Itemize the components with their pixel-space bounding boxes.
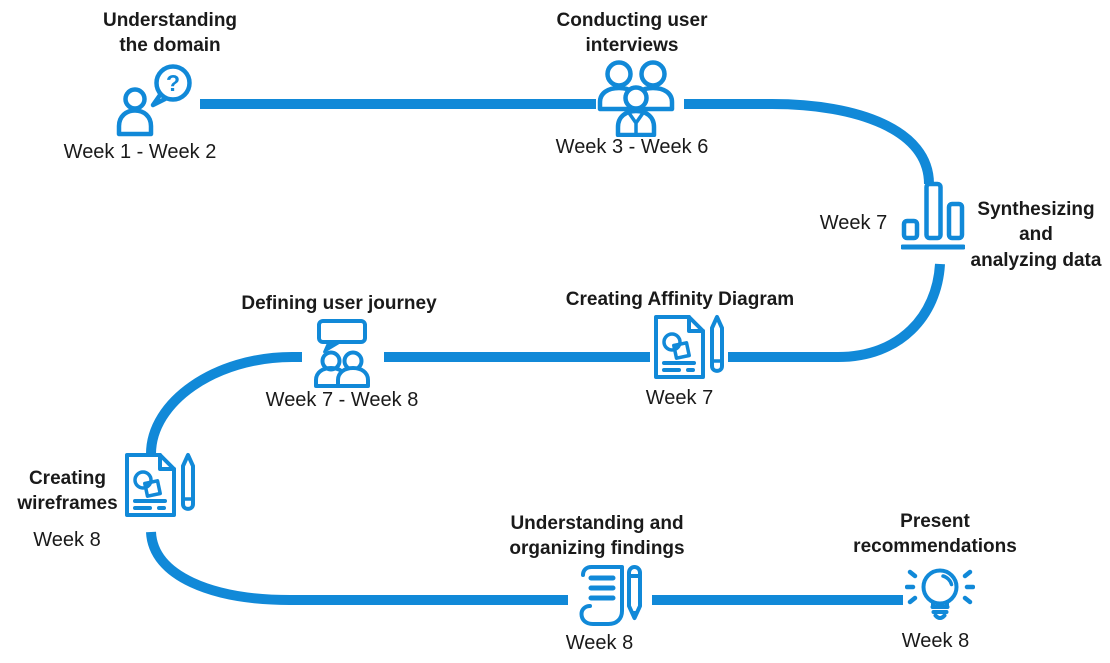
notes-pencil-icon [579, 565, 642, 626]
lightbulb-icon [905, 568, 975, 620]
milestone-4-weeks: Week 7 [645, 387, 714, 409]
milestone-8-weeks: Week 8 [901, 630, 970, 652]
title-line: interviews [585, 35, 679, 57]
title-line: recommendations [853, 536, 1017, 558]
milestone-5-title: Defining user journey [229, 291, 449, 316]
milestone-3-weeks: Week 7 [819, 212, 888, 234]
title-line: Synthesizing [977, 199, 1095, 220]
title-line: Creating [28, 468, 107, 489]
title-line: Understanding [102, 10, 238, 31]
milestone-7-weeks: Week 8 [565, 632, 634, 654]
title-line: the domain [119, 35, 221, 57]
milestone-8-title: Present recommendations [845, 509, 1025, 560]
milestone-1-weeks: Week 1 - Week 2 [63, 141, 217, 163]
person-question-icon: ? [116, 64, 192, 137]
milestone-2-weeks: Week 3 - Week 6 [555, 136, 709, 158]
title-line: Conducting user [556, 10, 708, 31]
title-line: wireframes [17, 493, 118, 515]
milestone-6-weeks: Week 8 [33, 529, 101, 551]
document-shapes-pencil-icon [125, 453, 195, 517]
title-line: Defining user journey [241, 293, 437, 314]
milestone-1-title: Understanding the domain [95, 8, 245, 59]
bar-chart-icon [901, 181, 965, 250]
milestone-5-weeks: Week 7 - Week 8 [265, 389, 419, 411]
question-mark: ? [166, 70, 180, 96]
title-line: Creating Affinity Diagram [565, 289, 795, 310]
milestone-7-title: Understanding and organizing findings [487, 511, 707, 562]
user-group-icon [597, 60, 675, 137]
milestone-2-title: Conducting user interviews [532, 8, 732, 59]
title-line: organizing findings [509, 538, 685, 560]
title-line: Present [900, 511, 970, 532]
title-line: analyzing data [970, 249, 1102, 271]
speech-bubble-people-icon [314, 319, 370, 388]
milestone-4-title: Creating Affinity Diagram [555, 287, 805, 312]
title-line: and [1019, 224, 1053, 246]
milestone-3-title: Synthesizing and analyzing data [966, 197, 1106, 273]
document-shapes-pencil-icon [654, 315, 724, 379]
milestone-6-title: Creating wireframes [10, 466, 125, 517]
title-line: Understanding and [510, 513, 684, 534]
